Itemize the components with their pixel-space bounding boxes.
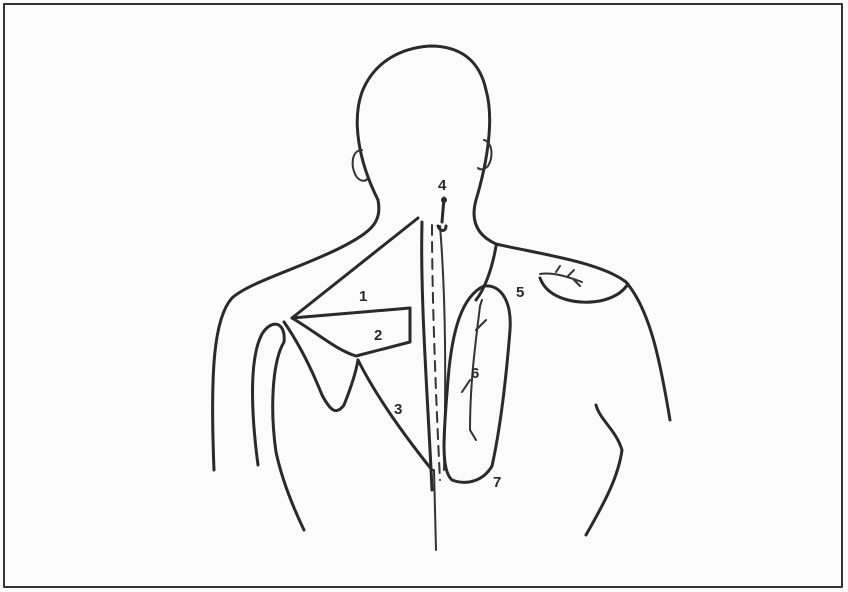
- spine-lower-line: [434, 470, 436, 550]
- right-trapezius-line: [476, 246, 496, 300]
- region-4-dot: [441, 197, 447, 203]
- label-6: 6: [471, 365, 479, 382]
- left-torso-side: [276, 452, 304, 530]
- region-1-outline: [292, 218, 418, 318]
- label-2: 2: [374, 327, 382, 344]
- left-arm-inner: [253, 324, 285, 465]
- spine-dashed-line: [432, 225, 440, 480]
- right-torso-side: [586, 405, 622, 535]
- left-shoulder-outline: [213, 200, 379, 470]
- label-1: 1: [359, 288, 367, 305]
- region-6-outline: [444, 286, 510, 482]
- label-4: 4: [438, 177, 447, 194]
- label-3: 3: [394, 401, 402, 418]
- region-5-outline: [540, 278, 628, 302]
- spine-left-line: [422, 222, 432, 490]
- region-5-vessels: [540, 266, 582, 286]
- label-5: 5: [516, 284, 524, 301]
- label-7: 7: [493, 474, 501, 491]
- head-outline: [357, 46, 489, 200]
